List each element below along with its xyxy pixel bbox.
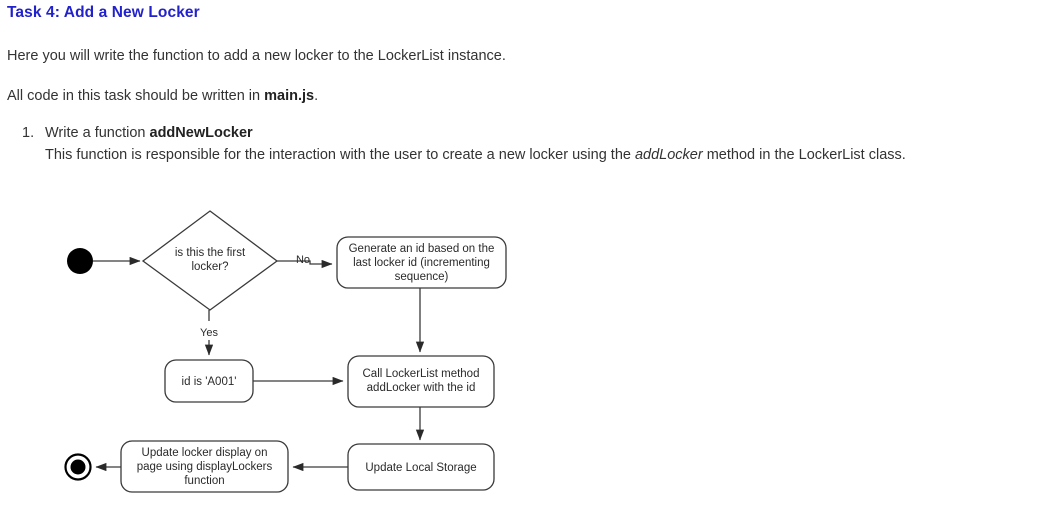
paragraph-file-note: All code in this task should be written … [7, 86, 318, 107]
flowchart-diagram: No Yes is this the first locker? Generat… [0, 190, 1057, 516]
paragraph-intro-text: Here you will write the function to add … [7, 48, 506, 64]
paragraph-intro: Here you will write the function to add … [7, 46, 506, 67]
action-node-update-display-line-1: Update locker display on [142, 447, 268, 459]
initial-node [67, 248, 93, 274]
list-item-description-after: method in the LockerList class. [702, 147, 906, 163]
list-item-description-before: This function is responsible for the int… [45, 147, 635, 163]
decision-node-line-1: is this the first [175, 247, 246, 259]
paragraph-file-note-tail: . [314, 88, 319, 104]
action-node-generate-id-line-3: sequence) [395, 271, 449, 283]
action-node-update-display-line-2: page using displayLockers [137, 461, 273, 473]
decision-node-is-first-locker: is this the first locker? [141, 210, 279, 311]
list-item-description-method: addLocker [634, 147, 703, 163]
action-node-first-id: id is 'A001' [164, 359, 254, 403]
list-item-function-name: addNewLocker [149, 125, 253, 141]
final-node [64, 453, 92, 481]
decision-node-line-2: locker? [191, 261, 228, 273]
action-node-generate-id-line-2: last locker id (incrementing [353, 257, 490, 269]
action-node-first-id-line-1: id is 'A001' [182, 376, 237, 388]
paragraph-file-note-text: All code in this task should be written … [7, 88, 265, 104]
action-node-generate-id-line-1: Generate an id based on the [349, 243, 495, 255]
action-node-call-add-locker-line-2: addLocker with the id [367, 382, 476, 394]
page-title: Task 4: Add a New Locker [7, 4, 200, 21]
action-node-update-storage: Update Local Storage [347, 443, 495, 491]
edge-decision-to-generate-id [277, 259, 333, 269]
list-item: Write a function addNewLocker [45, 125, 253, 141]
action-node-update-display-line-3: function [184, 475, 224, 487]
list-item-number: 1. [22, 125, 35, 141]
list-item-description: This function is responsible for the int… [45, 147, 906, 163]
edge-label-no: No [296, 254, 310, 266]
action-node-call-add-locker: Call LockerList method addLocker with th… [347, 355, 495, 408]
edge-label-yes: Yes [200, 327, 218, 339]
action-node-call-add-locker-line-1: Call LockerList method [363, 368, 480, 380]
paragraph-file-note-bold: main.js [264, 88, 315, 104]
action-node-update-display: Update locker display on page using disp… [120, 440, 289, 493]
action-node-generate-id: Generate an id based on the last locker … [336, 236, 507, 289]
list-item-label: Write a function [45, 125, 150, 141]
action-node-update-storage-line-1: Update Local Storage [365, 462, 476, 474]
